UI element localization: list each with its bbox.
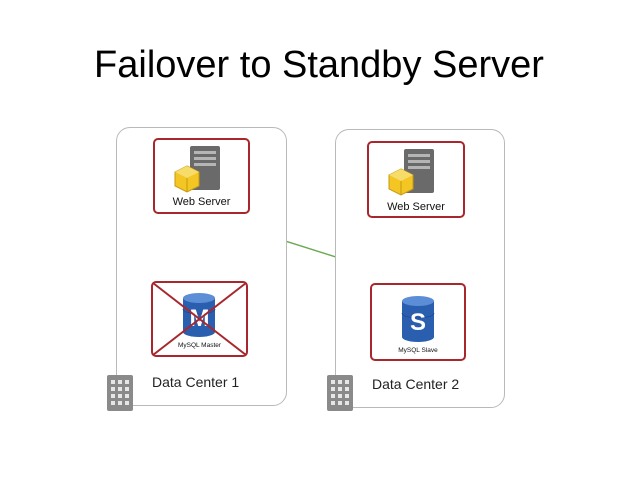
building-icon-2: [327, 375, 353, 411]
mysql-master-box: M MySQL Master: [151, 281, 248, 357]
web-server-box-1: Web Server: [153, 138, 250, 214]
web-server-icon: [388, 149, 434, 196]
database-icon: [401, 296, 435, 342]
data-center-1-label: Data Center 1: [152, 374, 240, 390]
web-server-icon: [174, 146, 220, 193]
failed-cross-icon: [152, 282, 247, 356]
data-center-2-label: Data Center 2: [372, 376, 460, 392]
web-server-label-2: Web Server: [387, 201, 445, 213]
building-icon-1: [107, 375, 133, 411]
database-letter-s: S: [409, 309, 426, 336]
mysql-slave-box: S MySQL Slave: [370, 283, 466, 361]
slide-title: Failover to Standby Server: [94, 44, 544, 86]
mysql-master-label: MySQL Master: [177, 342, 222, 349]
mysql-slave-label: MySQL Slave: [398, 347, 438, 354]
web-server-label-1: Web Server: [172, 196, 231, 208]
web-server-box-2: Web Server: [367, 141, 465, 218]
